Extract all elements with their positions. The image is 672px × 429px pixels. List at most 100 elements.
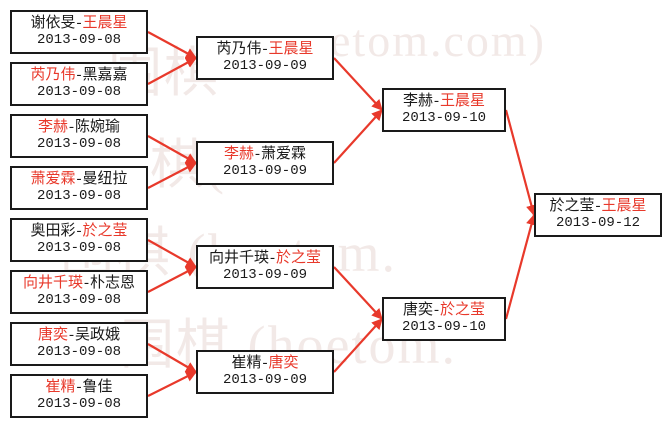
match-players: 崔精-鲁佳 xyxy=(45,380,112,396)
bracket-connector xyxy=(147,239,197,268)
match-date: 2013-09-08 xyxy=(36,344,121,361)
player-separator: - xyxy=(262,41,268,58)
match-players: 奥田彩-於之莹 xyxy=(30,224,127,240)
match-players: 谢依旻-王晨星 xyxy=(30,16,127,32)
player-left: 崔精 xyxy=(45,379,76,396)
player-right: 王晨星 xyxy=(82,15,128,32)
bracket-connector xyxy=(147,135,197,164)
player-left: 李赫 xyxy=(402,93,433,110)
match-players: 萧爱霖-曼纽拉 xyxy=(30,172,127,188)
bracket-connector xyxy=(504,109,537,217)
match-players: 芮乃伟-王晨星 xyxy=(216,42,313,58)
player-separator: - xyxy=(76,67,82,84)
match-players: 於之莹-王晨星 xyxy=(549,199,646,215)
player-left: 唐奕 xyxy=(37,327,68,344)
bracket-connector xyxy=(333,57,383,111)
player-separator: - xyxy=(434,302,439,319)
player-separator: - xyxy=(270,250,275,267)
player-left: 崔精 xyxy=(231,355,262,372)
player-separator: - xyxy=(84,275,89,292)
match-players: 向井千瑛-於之莹 xyxy=(209,251,321,267)
player-left: 萧爱霖 xyxy=(30,171,76,188)
player-separator: - xyxy=(69,119,74,136)
player-left: 谢依旻 xyxy=(30,15,76,32)
bracket-connector xyxy=(333,266,383,320)
match-date: 2013-09-10 xyxy=(401,110,486,127)
player-right: 王晨星 xyxy=(601,198,647,215)
player-left: 芮乃伟 xyxy=(30,67,76,84)
match-players: 李赫-陈婉瑜 xyxy=(38,120,120,136)
bracket-connector xyxy=(147,371,197,397)
player-separator: - xyxy=(76,379,82,396)
bracket-connector xyxy=(147,343,197,373)
match-players: 唐奕-吴政娥 xyxy=(38,328,120,344)
player-right: 唐奕 xyxy=(268,355,299,372)
player-separator: - xyxy=(262,355,268,372)
match-date: 2013-09-12 xyxy=(555,215,640,232)
match-date: 2013-09-09 xyxy=(222,58,307,75)
player-left: 向井千瑛 xyxy=(22,275,83,292)
match-date: 2013-09-08 xyxy=(36,188,121,205)
bracket-connector xyxy=(333,318,383,373)
player-left: 唐奕 xyxy=(402,302,433,319)
player-left: 李赫 xyxy=(37,119,68,136)
bracket-connector xyxy=(504,213,537,320)
player-right: 吴政娥 xyxy=(75,327,121,344)
match-date: 2013-09-09 xyxy=(222,163,307,180)
bracket-connector xyxy=(147,162,197,189)
player-left: 李赫 xyxy=(223,146,254,163)
player-separator: - xyxy=(76,171,82,188)
match-date: 2013-09-10 xyxy=(401,319,486,336)
player-right: 朴志恩 xyxy=(90,275,136,292)
player-right: 黑嘉嘉 xyxy=(82,67,128,84)
watermark-text: etom.com) xyxy=(330,15,546,66)
bracket-connector xyxy=(147,31,197,59)
player-separator: - xyxy=(595,198,601,215)
match-date: 2013-09-08 xyxy=(36,32,121,49)
bracket-connector xyxy=(333,109,383,164)
match-date: 2013-09-09 xyxy=(222,372,307,389)
match-players: 李赫-王晨星 xyxy=(403,94,485,110)
player-left: 芮乃伟 xyxy=(216,41,262,58)
player-right: 曼纽拉 xyxy=(82,171,128,188)
match-players: 李赫-萧爱霖 xyxy=(224,147,306,163)
player-left: 向井千瑛 xyxy=(208,250,269,267)
match-date: 2013-09-09 xyxy=(222,267,307,284)
match-players: 芮乃伟-黑嘉嘉 xyxy=(30,68,127,84)
player-separator: - xyxy=(76,223,82,240)
bracket-connector xyxy=(147,266,197,293)
player-right: 王晨星 xyxy=(268,41,314,58)
player-separator: - xyxy=(69,327,74,344)
match-date: 2013-09-08 xyxy=(36,84,121,101)
match-date: 2013-09-08 xyxy=(36,240,121,257)
player-right: 陈婉瑜 xyxy=(75,119,121,136)
player-right: 王晨星 xyxy=(440,93,486,110)
player-separator: - xyxy=(255,146,260,163)
player-right: 於之莹 xyxy=(276,250,322,267)
player-right: 鲁佳 xyxy=(82,379,113,396)
match-players: 唐奕-於之莹 xyxy=(403,303,485,319)
match-date: 2013-09-08 xyxy=(36,292,121,309)
bracket-connector xyxy=(147,57,197,85)
match-date: 2013-09-08 xyxy=(36,136,121,153)
match-date: 2013-09-08 xyxy=(36,396,121,413)
player-separator: - xyxy=(76,15,82,32)
player-right: 於之莹 xyxy=(440,302,486,319)
player-separator: - xyxy=(434,93,439,110)
